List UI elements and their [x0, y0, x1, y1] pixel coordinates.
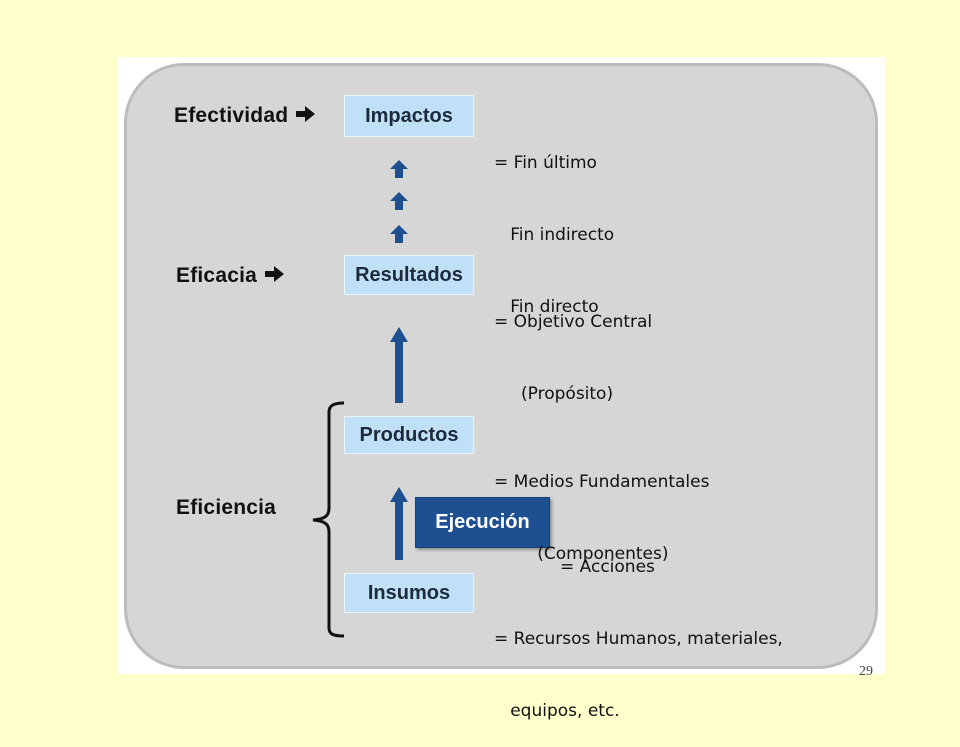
- box-resultados: Resultados: [344, 255, 474, 295]
- arrow-up-icon: [390, 225, 408, 243]
- box-productos-label: Productos: [359, 423, 459, 446]
- level-eficiencia: Eficiencia: [176, 496, 276, 520]
- arrow-up-icon: [390, 487, 408, 560]
- level-efectividad-label: Efectividad: [174, 104, 289, 127]
- desc-ejecucion: = Acciones: [560, 507, 655, 603]
- page-number: 29: [859, 664, 873, 679]
- desc-insumos-line: = Recursos Humanos, materiales,: [494, 629, 783, 649]
- desc-ejecucion-line: = Acciones: [560, 557, 655, 577]
- box-resultados-label: Resultados: [355, 263, 463, 286]
- box-impactos-label: Impactos: [365, 104, 453, 127]
- box-impactos: Impactos: [344, 95, 474, 137]
- level-eficacia-label: Eficacia: [176, 264, 257, 287]
- desc-productos-line: = Medios Fundamentales: [494, 472, 710, 492]
- desc-productos: = Medios Fundamentales (Componentes): [494, 422, 709, 590]
- box-ejecucion-label: Ejecución: [435, 511, 530, 533]
- desc-insumos-line: equipos, etc.: [494, 701, 620, 721]
- box-ejecucion: Ejecución: [415, 497, 550, 548]
- desc-impactos-line: Fin directo: [494, 297, 599, 317]
- box-insumos-label: Insumos: [367, 581, 451, 604]
- desc-resultados: = Objetivo Central (Propósito): [494, 262, 652, 430]
- arrow-up-icon: [390, 160, 408, 178]
- level-eficacia: Eficacia: [176, 264, 285, 288]
- desc-productos-line: (Componentes): [494, 544, 669, 564]
- box-insumos: Insumos: [344, 573, 474, 613]
- box-productos: Productos: [344, 416, 474, 454]
- arrow-right-icon: [296, 106, 316, 122]
- desc-resultados-line: = Objetivo Central: [494, 312, 653, 332]
- arrow-up-icon: [390, 192, 408, 210]
- desc-impactos-line: = Fin último: [494, 153, 597, 173]
- level-efectividad: Efectividad: [174, 104, 316, 128]
- desc-insumos: = Recursos Humanos, materiales, equipos,…: [494, 579, 783, 747]
- arrow-right-icon: [265, 266, 285, 282]
- desc-impactos-line: Fin indirecto: [494, 225, 615, 245]
- connectors: [312, 160, 408, 638]
- arrow-up-icon: [390, 327, 408, 403]
- desc-impactos: = Fin último Fin indirecto Fin directo: [494, 103, 614, 343]
- eficiencia-bracket: [312, 401, 345, 638]
- desc-resultados-line: (Propósito): [494, 384, 614, 404]
- diagram-panel: [124, 63, 878, 669]
- level-eficiencia-label: Eficiencia: [176, 496, 277, 519]
